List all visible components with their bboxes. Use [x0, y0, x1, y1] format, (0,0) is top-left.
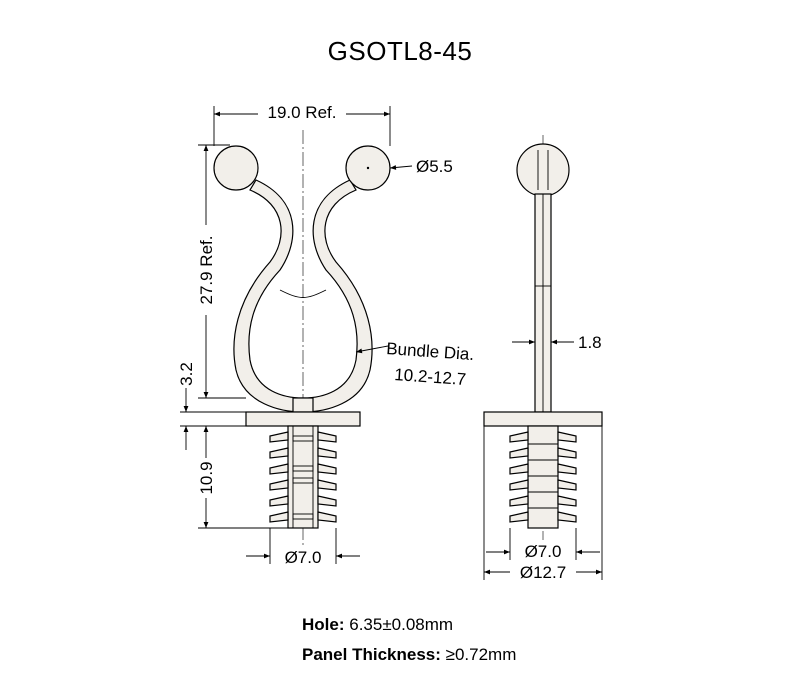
- right-knob-center: [366, 166, 370, 170]
- dim-flange-offset: 3.2: [177, 362, 246, 450]
- left-knob: [213, 145, 259, 191]
- label-stem-dia-side: Ø7.0: [525, 542, 562, 561]
- side-stem: [527, 425, 559, 529]
- spec-panel-label: Panel Thickness:: [302, 645, 441, 664]
- front-fins: [269, 431, 337, 523]
- side-flange: [483, 411, 603, 427]
- side-view: 1.8 Ø7.0 Ø12.7: [483, 135, 603, 582]
- dim-stem-length: 10.9: [196, 426, 288, 529]
- side-fins: [509, 431, 577, 523]
- label-bundle-range: 10.2-12.7: [394, 365, 467, 389]
- front-view: 19.0 Ref. Ø5.5 27.9 Ref. 3.2: [177, 100, 475, 567]
- clip-inner-loop: [279, 289, 327, 298]
- label-flange-dia: Ø12.7: [520, 563, 566, 582]
- spec-hole-label: Hole:: [302, 615, 345, 634]
- dim-stem-dia-front: Ø7.0: [246, 528, 360, 567]
- clip-loop-body: [233, 179, 373, 413]
- spec-hole-value: 6.35±0.08mm: [349, 615, 454, 634]
- dim-stem-dia-side: Ø7.0: [486, 528, 600, 561]
- dim-bundle: Bundle Dia. 10.2-12.7: [355, 339, 475, 389]
- label-stem-length: 10.9: [197, 461, 216, 494]
- spec-panel-thickness: Panel Thickness: ≥0.72mm: [302, 645, 516, 665]
- label-thickness: 1.8: [578, 333, 602, 352]
- label-knob-dia: Ø5.5: [416, 157, 453, 176]
- label-stem-dia-front: Ø7.0: [285, 548, 322, 567]
- clip-neck: [292, 397, 314, 413]
- dim-flange-dia: Ø12.7: [483, 426, 603, 582]
- label-width-ref: 19.0 Ref.: [268, 103, 337, 122]
- spec-panel-value: ≥0.72mm: [445, 645, 517, 664]
- dim-thickness: 1.8: [512, 333, 602, 352]
- dim-height-ref: 27.9 Ref.: [196, 144, 246, 399]
- dim-knob-dia: Ø5.5: [389, 157, 453, 176]
- label-height-ref: 27.9 Ref.: [197, 236, 216, 305]
- label-flange-offset: 3.2: [177, 362, 196, 386]
- label-bundle: Bundle Dia.: [386, 339, 475, 364]
- drawing-title: GSOTL8-45: [327, 36, 473, 66]
- dim-width-ref: 19.0 Ref.: [213, 100, 391, 146]
- front-flange: [245, 411, 361, 427]
- side-knob: [516, 143, 570, 197]
- spec-hole: Hole: 6.35±0.08mm: [302, 615, 453, 635]
